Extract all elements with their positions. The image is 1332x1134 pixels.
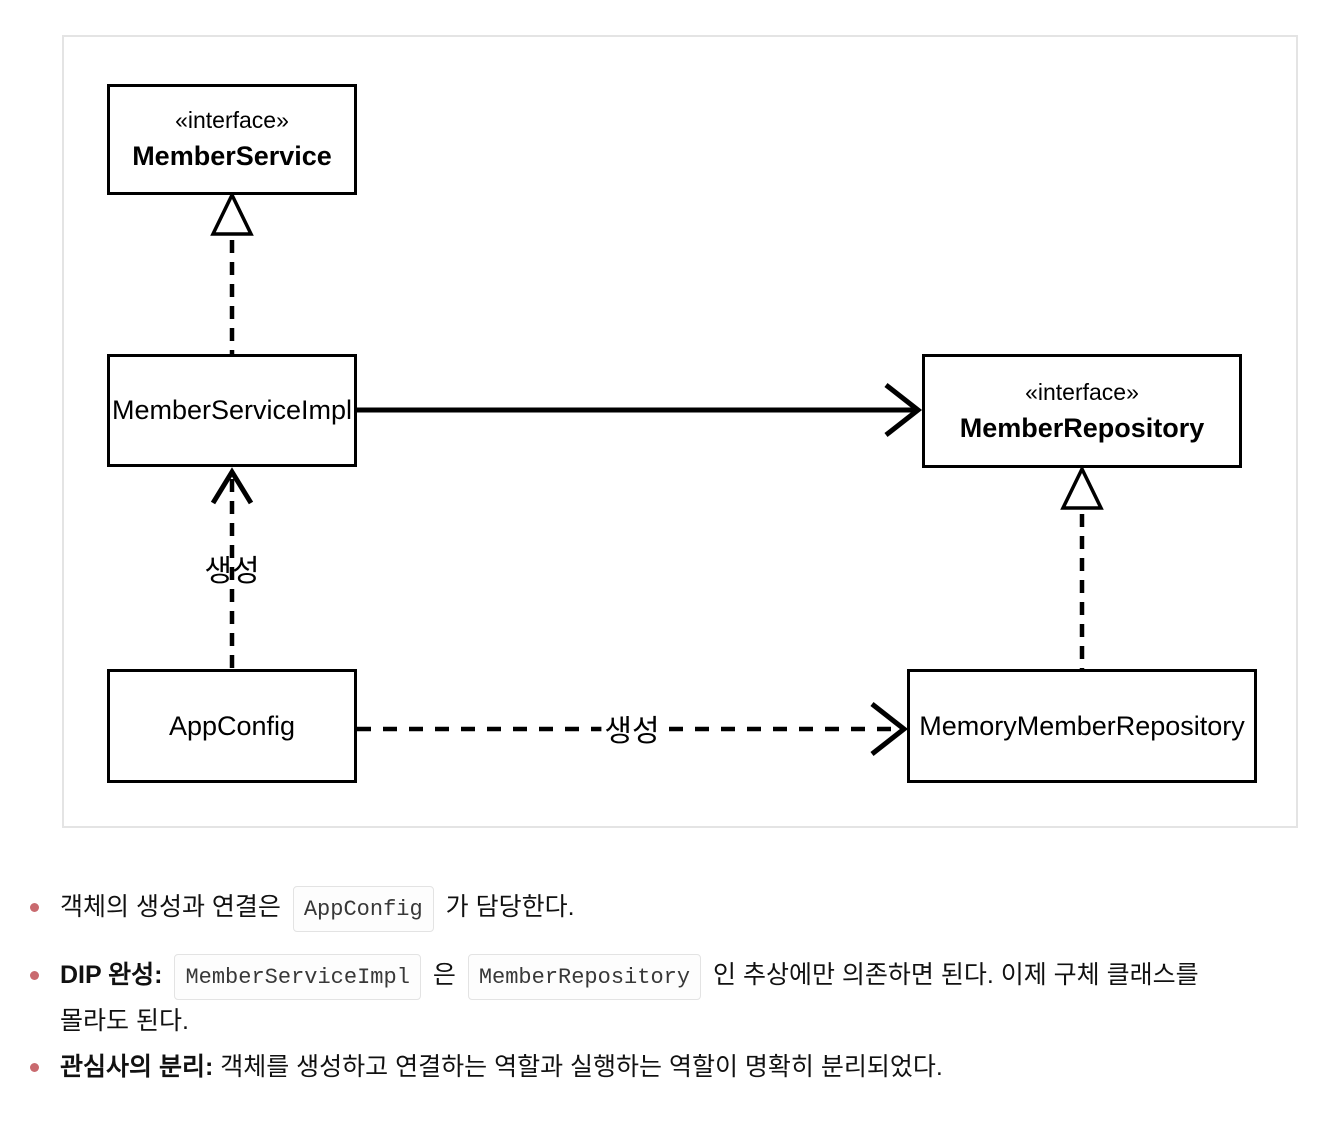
edge-label-create-horizontal: 생성 (601, 706, 663, 750)
note-item-separation-of-concerns: 관심사의 분리: 객체를 생성하고 연결하는 역할과 실행하는 역할이 명확히 … (30, 1044, 1270, 1090)
class-name: MemoryMemberRepository (919, 710, 1245, 741)
note-bold-label: DIP 완성: (60, 961, 163, 989)
uml-box-member-service: «interface» MemberService (107, 84, 357, 195)
bullet-icon (30, 1063, 39, 1072)
uml-box-member-repository: «interface» MemberRepository (922, 354, 1242, 468)
uml-box-member-service-impl: MemberServiceImpl (107, 354, 357, 467)
class-name: MemberServiceImpl (111, 395, 353, 425)
note-text: 가 담당한다. (445, 893, 575, 921)
note-text: 인 추상에만 의존하면 된다. 이제 구체 클래스를 (713, 961, 1199, 989)
uml-box-app-config: AppConfig (107, 669, 357, 783)
uml-box-memory-member-repository: MemoryMemberRepository (907, 669, 1257, 783)
stereotype-label: «interface» (1025, 378, 1139, 405)
bullet-icon (30, 971, 39, 980)
edge-dependency-appconfig-memberserviceimpl (210, 467, 254, 669)
edge-realization-memberserviceimpl-memberservice (210, 191, 254, 354)
uml-diagram-panel: MemberRepository (solid association) --> (62, 35, 1298, 828)
note-text: 몰라도 된다. (60, 1007, 189, 1035)
note-item-appconfig-role: 객체의 생성과 연결은 AppConfig 가 담당한다. (30, 884, 1270, 932)
edge-association-memberserviceimpl-memberrepository (357, 383, 923, 437)
inline-code-memberserviceimpl: MemberServiceImpl (174, 954, 421, 1000)
edge-label-create-vertical: 생성 (204, 555, 260, 588)
note-bold-label: 관심사의 분리: (60, 1053, 214, 1081)
class-name: MemberRepository (959, 412, 1205, 443)
stereotype-label: «interface» (175, 107, 289, 133)
class-name: MemberService (132, 141, 332, 171)
note-item-dip-complete: DIP 완성: MemberServiceImpl 은 MemberReposi… (30, 952, 1270, 1044)
inline-code-appconfig: AppConfig (292, 886, 434, 932)
inline-code-memberrepository: MemberRepository (467, 954, 702, 1000)
bullet-icon (30, 903, 39, 912)
edge-realization-memorymemberrepository-memberrepository (1060, 465, 1104, 669)
note-text: 객체를 생성하고 연결하는 역할과 실행하는 역할이 명확히 분리되었다. (220, 1053, 943, 1081)
note-text: 은 (432, 961, 456, 989)
note-text: 객체의 생성과 연결은 (60, 893, 281, 921)
class-name: AppConfig (168, 710, 296, 741)
